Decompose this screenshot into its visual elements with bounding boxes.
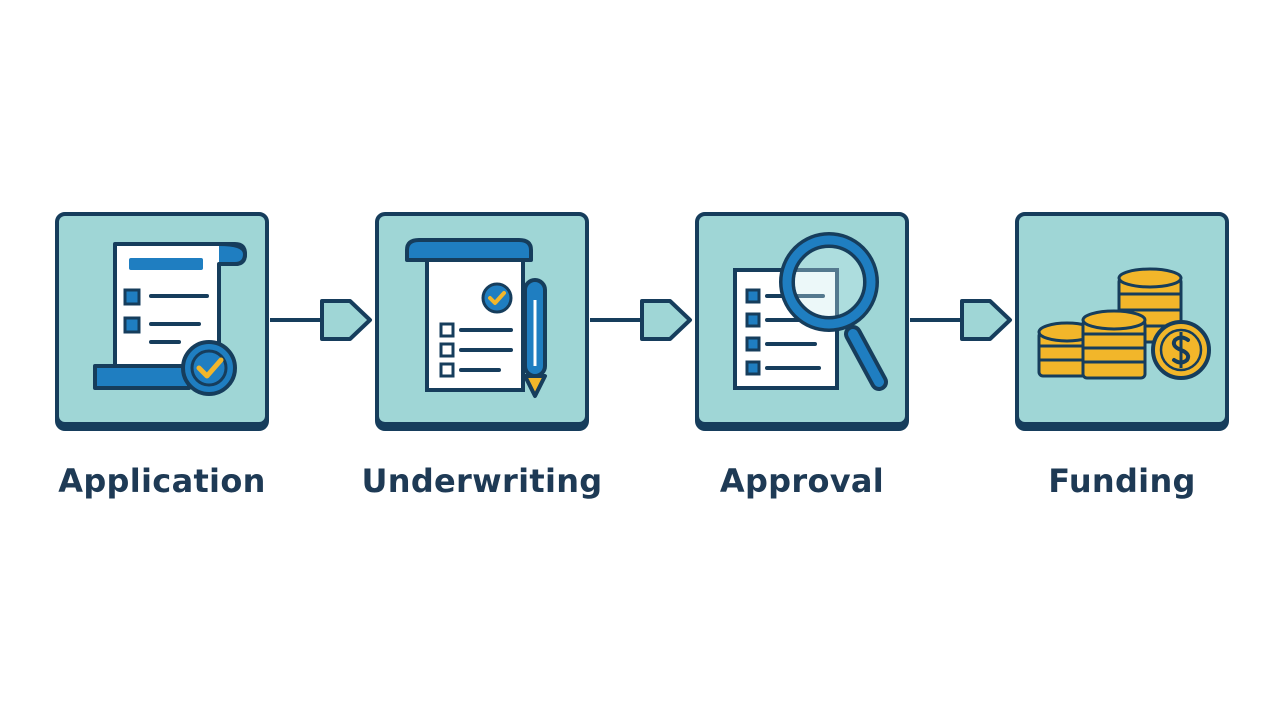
approval-magnifier-checklist-icon [733,232,888,391]
arrow-connector-3 [910,299,1012,341]
step-card-underwriting [375,212,589,426]
step-label-approval: Approval [719,462,885,500]
step-card-funding [1015,212,1229,426]
step-funding [1015,212,1233,432]
underwriting-checklist-pencil-icon [405,238,547,398]
step-label-underwriting: Underwriting [361,462,603,500]
step-label-funding: Funding [1048,462,1196,500]
application-document-check-icon [93,242,248,396]
step-underwriting [375,212,593,432]
step-card-approval [695,212,909,426]
arrow-connector-1 [270,299,372,341]
arrow-connector-2 [590,299,692,341]
funding-coins-dollar-icon [1037,267,1211,380]
step-label-application: Application [58,462,266,500]
step-approval [695,212,913,432]
step-application [55,212,273,432]
step-card-application [55,212,269,426]
